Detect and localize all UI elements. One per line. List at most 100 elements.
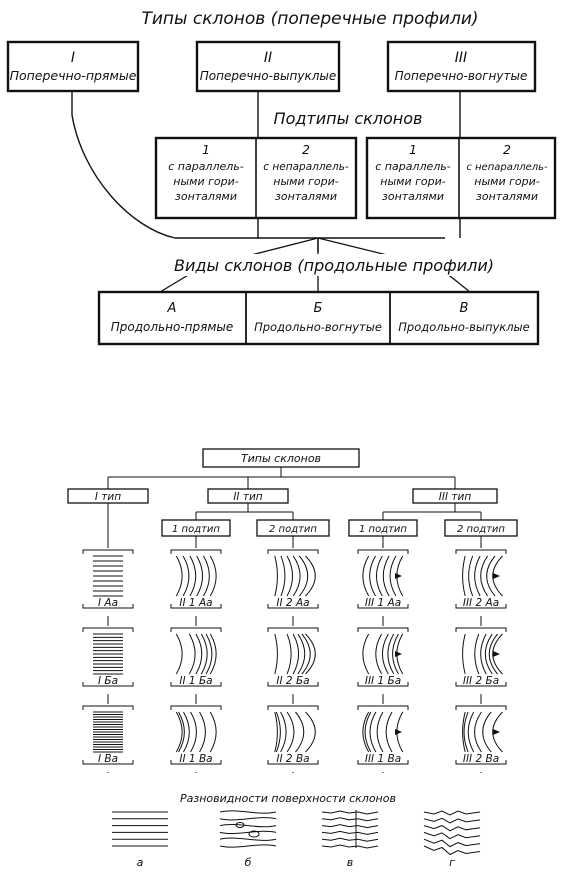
cell-label: III 2 Ба: [463, 675, 499, 687]
lower-type-box-3: [412, 488, 498, 504]
lower-subtype-box-3: [348, 519, 418, 537]
contour-line: [375, 633, 383, 675]
contour-line: [305, 711, 316, 753]
subtypes-title: Подтипы склонов: [274, 109, 423, 128]
variant-label: г: [449, 856, 455, 869]
flow-arrow-icon: [395, 729, 402, 735]
contour-line: [387, 633, 395, 675]
variant-mound: [248, 830, 260, 838]
contour-line: [209, 555, 217, 597]
cell-top-bracket: [357, 549, 409, 554]
cell-top-bracket: [267, 705, 319, 710]
contour-line: [369, 555, 376, 597]
contour-line: [280, 555, 286, 597]
cell-bottom-bracket: [455, 682, 507, 687]
variant-line: [423, 831, 481, 840]
variant-line: [219, 817, 277, 821]
variant-line: [423, 845, 481, 856]
contour-cell: III 2 Ба: [452, 626, 510, 694]
contour-cell: II 2 Аа: [264, 548, 322, 616]
kinds-title-backing: [168, 254, 502, 276]
subtype-3-line-2: ными гори-: [380, 175, 445, 188]
contour-line: [484, 633, 493, 675]
variant-depression: [235, 822, 245, 828]
kind-3-letter: В: [460, 301, 469, 316]
contour-line: [182, 555, 190, 597]
cell-bottom-bracket: [170, 682, 222, 687]
cell-label: III 2 Аа: [463, 597, 499, 609]
contour-line: [492, 711, 503, 753]
contour-line: [292, 555, 301, 597]
contour-line: [462, 711, 466, 753]
subtype-2-line-2: ными гори-: [273, 175, 338, 188]
flow-arrow-icon: [395, 651, 402, 657]
flow-arrow-icon: [493, 573, 500, 579]
cell-top-bracket: [455, 627, 507, 632]
subtype-3-num: 1: [409, 142, 417, 157]
kind-2-label: Продольно-вогнутые: [254, 320, 382, 334]
contour-line: [480, 633, 487, 675]
contour-line: [178, 711, 185, 753]
upper-scheme: Типы склонов (поперечные профили) I Попе…: [6, 9, 557, 346]
type-1-numeral: I: [71, 50, 75, 66]
contour-line: [467, 711, 475, 753]
type-3-numeral: III: [455, 50, 467, 66]
contour-line: [195, 633, 203, 675]
type-2-label: Поперечно-выпуклые: [200, 69, 336, 83]
kind-box-1: А Продольно-прямые: [111, 301, 233, 334]
cell-bottom-bracket: [170, 604, 222, 609]
contour-cell: I Ба: [79, 626, 137, 694]
lower-type-box-2: [207, 488, 289, 504]
contour-cell: III 1 Ва: [354, 704, 412, 772]
kinds-title: Виды склонов (продольные профили): [174, 256, 494, 275]
contour-line: [389, 555, 397, 597]
contour-cell: I Аа: [79, 548, 137, 616]
contour-line: [190, 711, 197, 753]
cell-bottom-bracket: [357, 760, 409, 765]
cell-top-bracket: [170, 627, 222, 632]
lower-subtype-box-4: [444, 519, 518, 537]
cell-label: I Ва: [98, 753, 118, 765]
contour-line: [188, 633, 196, 675]
variant-line: [423, 825, 481, 832]
type-box-1: I Поперечно-прямые: [6, 40, 140, 93]
cell-top-bracket: [455, 549, 507, 554]
kind-box-3: В Продольно-выпуклые: [398, 301, 529, 334]
cell-bottom-bracket: [82, 760, 134, 765]
cell-top-bracket: [82, 627, 134, 632]
contour-cell: II 1 Ва: [167, 704, 225, 772]
contour-line: [376, 711, 384, 753]
contour-line: [362, 711, 370, 753]
lower-subtype-box-2: [256, 519, 330, 537]
contour-line: [295, 711, 305, 753]
contour-line: [305, 633, 316, 675]
variant-label: б: [245, 856, 252, 869]
cell-backing: [79, 704, 137, 772]
cell-label: II 2 Аа: [276, 597, 309, 609]
cell-label: I Аа: [98, 597, 118, 609]
cell-bottom-bracket: [455, 604, 507, 609]
cell-backing: [264, 548, 322, 616]
contour-line: [209, 633, 217, 675]
type-box-2: II Поперечно-выпуклые: [195, 40, 341, 93]
contour-line: [474, 711, 482, 753]
contour-line: [286, 633, 292, 675]
cell-label: II 1 Ва: [179, 753, 212, 765]
variant-line: [219, 810, 277, 814]
contour-line: [364, 711, 372, 753]
contour-line: [205, 633, 213, 675]
subtype-3-line-1: с параллель-: [375, 160, 451, 173]
subtype-2-line-3: зонталями: [275, 190, 337, 203]
contour-line: [463, 711, 469, 753]
contour-line: [274, 633, 278, 675]
contour-line: [375, 555, 383, 597]
contour-line: [286, 555, 294, 597]
kind-1-label: Продольно-прямые: [111, 320, 233, 334]
contour-cell: III 2 Аа: [452, 548, 510, 616]
contour-line: [175, 711, 183, 753]
cell-top-bracket: [82, 705, 134, 710]
variant-line: [321, 830, 379, 835]
contour-line: [468, 555, 474, 597]
